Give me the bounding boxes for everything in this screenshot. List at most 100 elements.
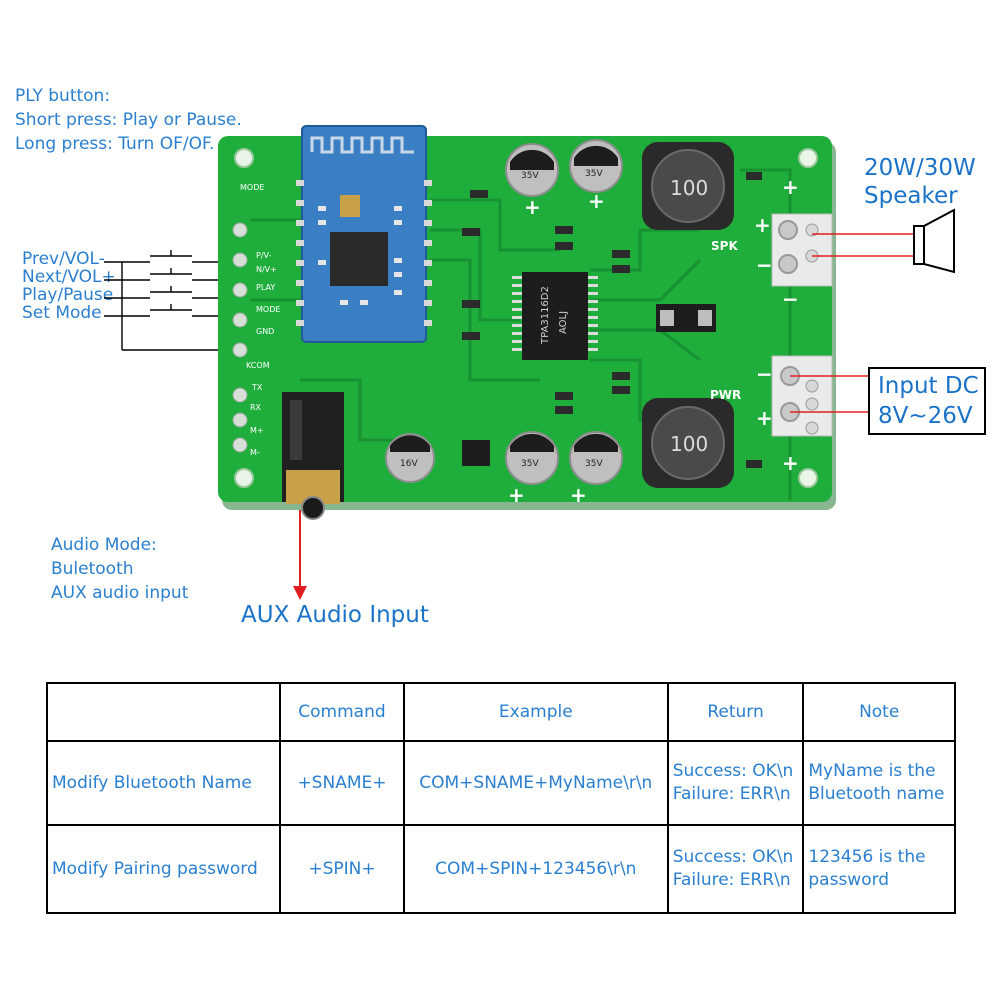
pin-label: RX bbox=[250, 403, 262, 412]
return-line: Success: OK\n bbox=[672, 761, 794, 781]
aux-arrow-icon bbox=[293, 510, 307, 600]
pin-label: MODE bbox=[256, 305, 280, 314]
aux-audio-jack bbox=[282, 392, 344, 520]
svg-text:−: − bbox=[756, 362, 773, 386]
return-line: Success: OK\n bbox=[672, 847, 794, 867]
inductor-marking: 100 bbox=[670, 176, 708, 200]
chip-marking: TPA3116D2 bbox=[540, 286, 551, 345]
pin-label: KCOM bbox=[246, 361, 270, 370]
inductor-top: 100 bbox=[642, 142, 734, 230]
ply-note-line: Short press: Play or Pause. bbox=[15, 110, 242, 130]
audio-mode-note: Audio Mode: Buletooth AUX audio input bbox=[51, 533, 188, 605]
speaker-label: 20W/30W Speaker bbox=[864, 154, 976, 210]
ply-button-note: PLY button: Short press: Play or Pause. … bbox=[15, 84, 242, 156]
mounting-holes bbox=[234, 148, 818, 488]
button-label-prev: Prev/VOL- bbox=[22, 249, 105, 269]
speaker-terminal bbox=[771, 213, 833, 287]
mode-note-line: Audio Mode: bbox=[51, 535, 157, 555]
speaker-icon bbox=[913, 208, 955, 274]
power-wires bbox=[790, 375, 868, 413]
table-cell-return: Success: OK\n Failure: ERR\n bbox=[666, 824, 805, 914]
inductor-marking: 100 bbox=[670, 432, 708, 456]
table-header-cell: Command bbox=[279, 682, 405, 742]
button-labels: Prev/VOL- Next/VOL+ Play/Pause Set Mode bbox=[22, 250, 116, 322]
pin-label: TX bbox=[251, 383, 263, 392]
polarity-marks: ++ −− −+ +++ ++ bbox=[508, 175, 799, 507]
return-line: Failure: ERR\n bbox=[672, 870, 791, 890]
silkscreen-pin-labels: MODE P/V- N/V+ PLAY MODE GND KCOM TX RX … bbox=[240, 183, 280, 457]
pin-label: N/V+ bbox=[256, 265, 277, 274]
table-header-cell: Return bbox=[666, 682, 805, 742]
table-header-cell bbox=[45, 682, 282, 742]
input-dc-line: Input DC bbox=[878, 373, 979, 399]
cap-marking: 35V bbox=[585, 169, 603, 179]
capacitor-top-right: 35V bbox=[569, 139, 623, 193]
svg-text:+: + bbox=[508, 483, 525, 507]
speaker-wires bbox=[812, 233, 914, 257]
cap-marking: 35V bbox=[585, 459, 603, 469]
power-terminal bbox=[771, 355, 833, 437]
capacitor-top-left: 35V bbox=[505, 143, 559, 197]
ply-note-line: Long press: Turn OF/OF. bbox=[15, 134, 215, 154]
svg-text:+: + bbox=[782, 175, 799, 199]
note-line: password bbox=[808, 870, 890, 890]
input-dc-box: Input DC 8V~26V bbox=[868, 367, 986, 435]
table-cell-command: +SNAME+ bbox=[279, 740, 405, 826]
button-wiring bbox=[104, 250, 228, 351]
table-row: Modify Pairing password +SPIN+ COM+SPIN+… bbox=[45, 824, 956, 914]
pin-label: M+ bbox=[250, 426, 264, 435]
table-header-cell: Example bbox=[402, 682, 669, 742]
svg-text:+: + bbox=[782, 451, 799, 475]
table-cell-example: COM+SPIN+123456\r\n bbox=[402, 824, 669, 914]
button-label-mode: Set Mode bbox=[22, 303, 102, 323]
speaker-label-line: 20W/30W bbox=[864, 155, 976, 181]
button-label-next: Next/VOL+ bbox=[22, 267, 116, 287]
table-cell-return: Success: OK\n Failure: ERR\n bbox=[666, 740, 805, 826]
svg-text:+: + bbox=[570, 483, 587, 507]
svg-text:+: + bbox=[756, 406, 773, 430]
amplifier-chip: TPA3116D2 AOLJ bbox=[512, 272, 598, 360]
cap-marking: 35V bbox=[521, 459, 539, 469]
capacitor-bottom-left: 35V bbox=[505, 431, 559, 485]
note-line: Bluetooth name bbox=[808, 784, 945, 804]
pin-label: MODE bbox=[240, 183, 264, 192]
silk-spk: SPK bbox=[711, 239, 738, 253]
pin-label: P/V- bbox=[256, 251, 272, 260]
table-row: Modify Bluetooth Name +SNAME+ COM+SNAME+… bbox=[45, 740, 956, 826]
chip-marking: AOLJ bbox=[558, 311, 569, 334]
aux-audio-input-label: AUX Audio Input bbox=[241, 602, 429, 628]
table-cell-command: +SPIN+ bbox=[279, 824, 405, 914]
mode-note-line: Buletooth bbox=[51, 559, 134, 579]
table-header-cell: Note bbox=[802, 682, 956, 742]
pin-label: GND bbox=[256, 327, 274, 336]
table-header-row: Command Example Return Note bbox=[45, 682, 956, 742]
silk-pwr: PWR bbox=[710, 388, 741, 402]
amplifier-board-illustration: MODE P/V- N/V+ PLAY MODE GND KCOM TX RX … bbox=[104, 125, 955, 600]
svg-text:−: − bbox=[756, 253, 773, 277]
mosfet bbox=[656, 304, 716, 332]
svg-text:−: − bbox=[782, 287, 799, 311]
inductor-bottom: 100 bbox=[642, 398, 734, 488]
input-dc-line: 8V~26V bbox=[878, 403, 973, 429]
pin-label: PLAY bbox=[256, 283, 275, 292]
capacitor-small: 16V bbox=[385, 433, 435, 483]
ply-note-line: PLY button: bbox=[15, 86, 111, 106]
return-line: Failure: ERR\n bbox=[672, 784, 791, 804]
pin-label: M- bbox=[250, 448, 260, 457]
table-cell-label: Modify Bluetooth Name bbox=[45, 740, 282, 826]
button-label-play: Play/Pause bbox=[22, 285, 114, 305]
table-cell-label: Modify Pairing password bbox=[45, 824, 282, 914]
svg-text:+: + bbox=[588, 189, 605, 213]
cap-marking: 35V bbox=[521, 171, 539, 181]
command-table: Command Example Return Note Modify Bluet… bbox=[45, 682, 956, 914]
note-line: MyName is the bbox=[808, 761, 936, 781]
table-cell-note: 123456 is the password bbox=[802, 824, 956, 914]
table-cell-note: MyName is the Bluetooth name bbox=[802, 740, 956, 826]
svg-text:+: + bbox=[524, 195, 541, 219]
table-cell-example: COM+SNAME+MyName\r\n bbox=[402, 740, 669, 826]
note-line: 123456 is the bbox=[808, 847, 926, 867]
cap-marking: 16V bbox=[400, 459, 418, 469]
svg-text:+: + bbox=[754, 213, 771, 237]
capacitor-bottom-right: 35V bbox=[569, 431, 623, 485]
speaker-label-line: Speaker bbox=[864, 183, 958, 209]
